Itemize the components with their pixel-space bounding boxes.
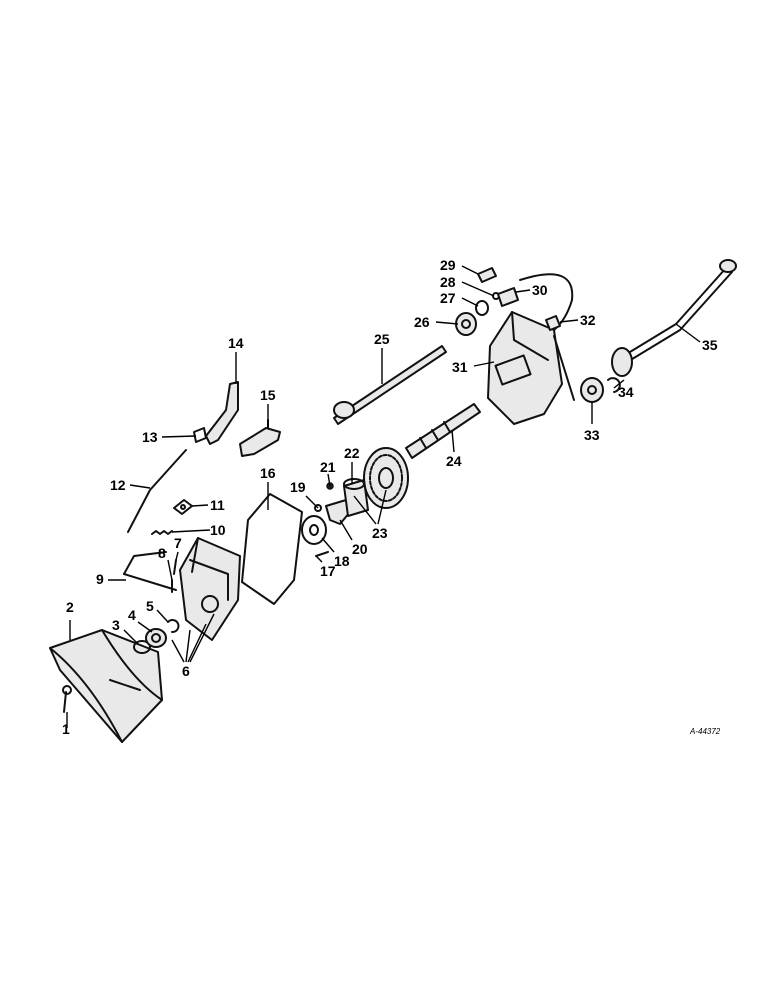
- part-output-shaft: [405, 403, 481, 459]
- part-plate-washer: [173, 499, 193, 515]
- part-shift-lever: [611, 259, 737, 377]
- callout-17: 17: [320, 563, 336, 579]
- callout-22: 22: [344, 445, 360, 461]
- part-bracket: [239, 419, 281, 457]
- part-bearing-26: [455, 312, 477, 336]
- part-shield: [49, 629, 163, 743]
- part-snap-ring: [167, 619, 180, 633]
- callout-16: 16: [260, 465, 276, 481]
- callout-10: 10: [210, 522, 226, 538]
- callout-33: 33: [584, 427, 600, 443]
- part-bearing-33: [580, 377, 604, 403]
- part-clevis: [193, 427, 207, 443]
- part-lever-arm: [205, 381, 239, 445]
- callout-19: 19: [290, 479, 306, 495]
- callout-6: 6: [182, 663, 190, 679]
- part-gasket: [241, 493, 303, 605]
- part-seal-ring: [475, 300, 489, 316]
- part-shaft-lever: [123, 551, 177, 591]
- callout-32: 32: [580, 312, 596, 328]
- part-main-housing: [487, 273, 575, 425]
- part-gear: [363, 447, 409, 509]
- part-plug: [477, 267, 497, 283]
- callout-9: 9: [96, 571, 104, 587]
- part-control-rod: [127, 449, 187, 533]
- part-input-shaft: [333, 345, 447, 425]
- callout-12: 12: [110, 477, 126, 493]
- callout-8: 8: [158, 545, 166, 561]
- part-thrust-washer: [301, 515, 327, 545]
- callout-11: 11: [210, 497, 225, 513]
- leader-lines: [66, 265, 701, 728]
- part-spring: [151, 530, 173, 535]
- callout-1: 1: [62, 721, 70, 737]
- callout-25: 25: [374, 331, 390, 347]
- part-bushing: [497, 287, 519, 307]
- part-screw: [62, 685, 72, 713]
- callout-35: 35: [702, 337, 718, 353]
- callout-15: 15: [260, 387, 276, 403]
- callout-30: 30: [532, 282, 548, 298]
- part-small-washer: [314, 504, 322, 512]
- callout-27: 27: [440, 290, 456, 306]
- callout-7: 7: [174, 535, 182, 551]
- callout-21: 21: [320, 459, 336, 475]
- callout-34: 34: [618, 384, 634, 400]
- callout-5: 5: [146, 598, 154, 614]
- drawing-reference: A-44372: [689, 727, 721, 736]
- callout-2: 2: [66, 599, 74, 615]
- callout-13: 13: [142, 429, 158, 445]
- callout-labels: 1 2 3 4 5 6 7 8 9 10 11 12 13 14 15 16 1…: [62, 257, 718, 737]
- callout-28: 28: [440, 274, 456, 290]
- part-bearing: [145, 628, 167, 648]
- callout-26: 26: [414, 314, 430, 330]
- callout-24: 24: [446, 453, 462, 469]
- callout-20: 20: [352, 541, 368, 557]
- part-pin: [173, 559, 177, 575]
- callout-29: 29: [440, 257, 456, 273]
- part-snap-ring-34: [607, 377, 621, 393]
- part-washer: [133, 640, 151, 654]
- part-cover-housing: [179, 537, 241, 641]
- callout-31: 31: [452, 359, 468, 375]
- part-pin-3: [315, 551, 329, 557]
- callout-4: 4: [128, 607, 136, 623]
- callout-14: 14: [228, 335, 244, 351]
- callout-23: 23: [372, 525, 388, 541]
- callout-3: 3: [112, 617, 120, 633]
- part-plug-32: [545, 315, 561, 331]
- callout-18: 18: [334, 553, 350, 569]
- part-shift-fork: [325, 499, 351, 525]
